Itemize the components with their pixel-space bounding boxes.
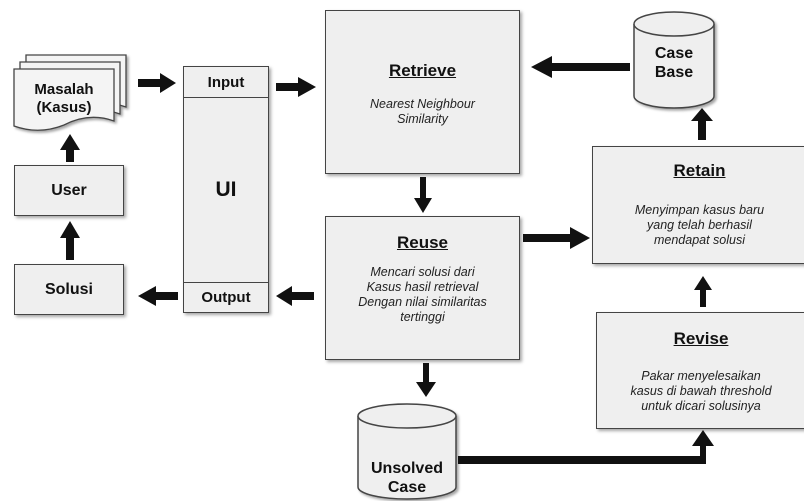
reuse-description: Mencari solusi dari Kasus hasil retrieva…	[358, 265, 487, 324]
arrow-masalah-to-input	[138, 73, 176, 93]
arrow-unsolved-to-revise	[458, 430, 714, 464]
retain-title: Retain	[673, 161, 726, 180]
masalah-document-stack	[13, 54, 127, 131]
user-box: User	[14, 165, 124, 216]
solusi-label: Solusi	[44, 280, 93, 298]
reuse-box: Reuse Mencari solusi dari Kasus hasil re…	[325, 216, 520, 360]
arrow-revise-to-retain	[694, 276, 712, 307]
case-base-cylinder	[633, 11, 715, 109]
reuse-title: Reuse	[396, 233, 449, 252]
output-label: Output	[184, 282, 268, 312]
revise-box: Revise Pakar menyelesaikan kasus di bawa…	[596, 312, 804, 429]
retain-description: Menyimpan kasus baru yang telah berhasil…	[634, 203, 765, 247]
arrow-output-to-solusi	[138, 286, 178, 306]
unsolved-case-label: Unsolved Case	[370, 460, 443, 496]
arrow-user-to-masalah	[60, 134, 80, 162]
arrow-input-to-retrieve	[276, 77, 316, 97]
solusi-box: Solusi	[14, 264, 124, 315]
unsolved-case-cylinder	[357, 403, 457, 500]
arrows	[60, 56, 714, 464]
ui-label: UI	[215, 178, 237, 201]
user-label: User	[51, 181, 87, 199]
arrow-casebase-to-retrieve	[531, 56, 630, 78]
retrieve-title: Retrieve	[388, 61, 457, 80]
revise-description: Pakar menyelesaikan kasus di bawah thres…	[630, 369, 772, 413]
revise-title: Revise	[673, 329, 729, 348]
case-base-label: Case Base	[654, 45, 694, 81]
input-label: Input	[184, 67, 268, 98]
arrow-reuse-to-unsolved	[416, 363, 436, 397]
retain-box: Retain Menyimpan kasus baru yang telah b…	[592, 146, 804, 264]
retrieve-description: Nearest Neighbour Similarity	[370, 97, 475, 126]
ui-panel: Input UI Output	[183, 66, 269, 313]
arrow-retain-to-casebase	[691, 108, 713, 140]
arrow-solusi-to-user	[60, 221, 80, 260]
masalah-label: Masalah (Kasus)	[34, 81, 94, 116]
arrow-reuse-to-output	[276, 286, 314, 306]
retrieve-box: Retrieve Nearest Neighbour Similarity	[325, 10, 520, 174]
arrow-reuse-to-retain	[523, 227, 590, 249]
arrow-retrieve-to-reuse	[414, 177, 432, 213]
